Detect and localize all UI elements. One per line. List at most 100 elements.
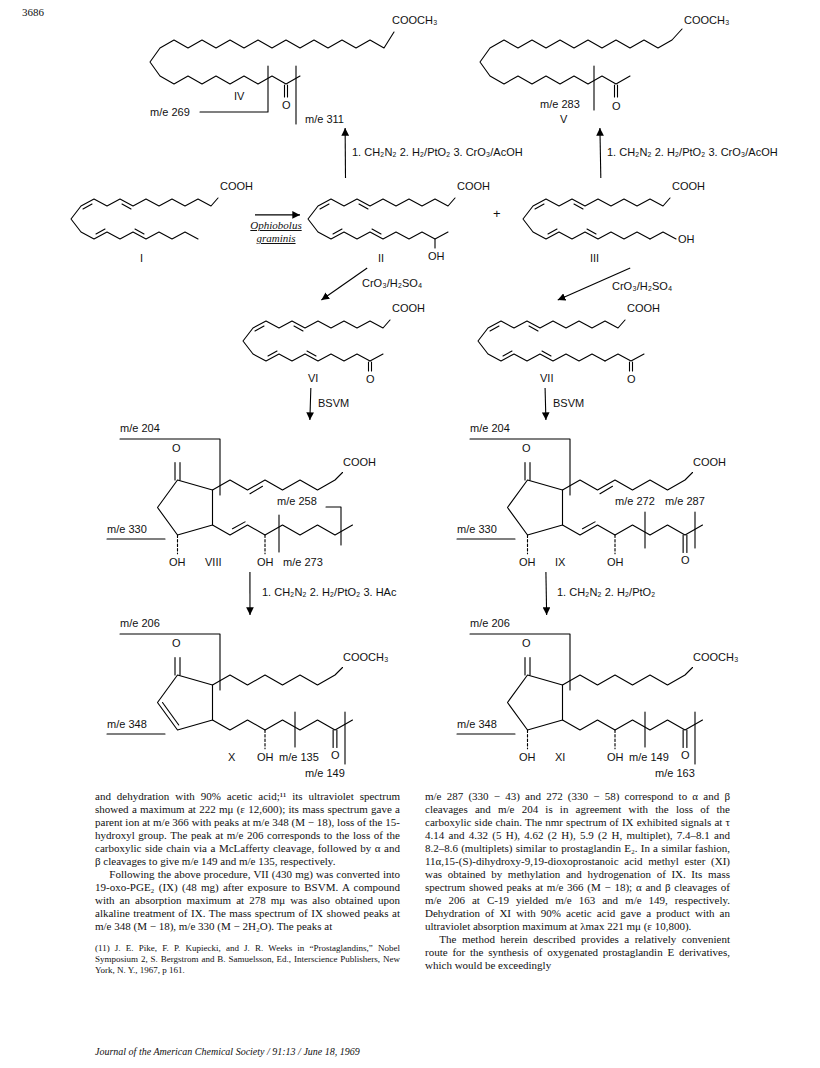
structure-label: m/e 330 [107, 523, 147, 536]
cleavage-line [593, 66, 594, 110]
reagent-label: CrO₃/H₂SO₄ [362, 277, 422, 290]
reaction-arrow [545, 572, 547, 615]
structure-xi-drawing [508, 658, 703, 749]
structure-label: COOH [457, 180, 490, 193]
body-paragraph: m/e 287 (330 − 43) and 272 (330 − 58) co… [425, 790, 730, 933]
structure-label: OH [678, 233, 695, 246]
reaction-arrow [249, 572, 250, 615]
chemical-structure: COOH OH III [515, 178, 707, 268]
structure-x-drawing [158, 658, 353, 749]
structure-label: II [378, 252, 384, 265]
structure-label: m/e 204 [470, 422, 510, 435]
structure-label: XI [555, 751, 565, 764]
structure-viii-drawing [158, 463, 353, 554]
structure-label: COOH [220, 180, 253, 193]
cleavage-line [200, 66, 296, 124]
structure-label: OH [428, 250, 445, 263]
structure-label: m/e 348 [457, 718, 497, 731]
structure-iii-drawing [523, 198, 676, 239]
structure-label: COOH [672, 180, 705, 193]
structure-label: m/e 149 [305, 767, 345, 780]
structure-label: m/e 273 [283, 556, 323, 569]
text-column: m/e 287 (330 − 43) and 272 (330 − 58) co… [425, 790, 730, 972]
structure-label: O [612, 100, 621, 113]
structure-label: COOH [627, 302, 660, 315]
structure-iv-drawing [150, 32, 394, 124]
structure-i-drawing [71, 198, 218, 239]
structure-vi-drawing [243, 320, 390, 371]
page-number: 3686 [22, 6, 44, 18]
structure-label: III [590, 252, 599, 265]
chemical-structure: COOH O VI [235, 300, 427, 388]
structure-label: I [140, 252, 143, 265]
structure-label: OH [519, 556, 536, 569]
ketone-bond [285, 85, 288, 97]
chemical-structure: m/e 206OCOOCH₃m/e 348OHOHXIm/e 149Om/e 1… [455, 615, 745, 785]
structure-label: O [282, 99, 291, 112]
structure-label: m/e 149 [629, 751, 669, 764]
carbon-chain [480, 29, 682, 84]
reaction-arrow [255, 214, 300, 215]
structure-ii-drawing [308, 198, 455, 248]
reagent-label: 1. CH₂N₂ 2. H₂/PtO₂ [557, 586, 655, 599]
structure-label: VI [308, 372, 318, 385]
structure-vii-drawing [478, 320, 644, 371]
structure-label: m/e 258 [277, 495, 317, 508]
reaction-arrow [545, 388, 547, 420]
body-paragraph: and dehydration with 90% acetic acid;¹¹ … [95, 790, 400, 868]
chemical-structure: COOCH₃m/e 283VO [468, 12, 740, 128]
ketone-bond [615, 85, 618, 97]
structure-label: COOH [693, 456, 726, 469]
chemical-structure: COOH O VII [470, 300, 665, 388]
structure-label: OH [257, 751, 274, 764]
structure-label: VII [540, 372, 553, 385]
chemical-structure: m/e 204Om/e 258COOHm/e 330OHVIIIOHm/e 27… [105, 420, 380, 572]
chemical-structure: COOH I [63, 178, 255, 268]
reaction-arrow [309, 388, 311, 420]
chemical-structure: m/e 204OCOOHm/e 272m/e 287m/e 330OHIXOHO [455, 420, 728, 572]
structure-label: COOH [343, 456, 376, 469]
structure-label: IX [555, 556, 565, 569]
structure-label: O [681, 749, 690, 762]
structure-label: OH [519, 751, 536, 764]
structure-label: OH [607, 556, 624, 569]
structure-label: COOH [392, 302, 425, 315]
structure-label: O [627, 373, 636, 386]
chemical-structure: COOH OH II [300, 178, 492, 268]
reagent-label: BSVM [318, 397, 349, 410]
structure-label: OH [169, 556, 186, 569]
structure-label: m/e 135 [279, 751, 319, 764]
structure-label: m/e 283 [540, 98, 580, 111]
structure-label: m/e 206 [120, 617, 160, 630]
structure-label: m/e 272 [615, 495, 655, 508]
chemical-structure: m/e 206OCOOCH₃m/e 348XOHOm/e 135m/e 149 [105, 615, 395, 785]
structure-label: m/e 269 [150, 106, 190, 119]
structure-label: m/e 287 [665, 495, 705, 508]
body-paragraph: The method herein described provides a r… [425, 933, 730, 972]
structure-label: m/e 348 [107, 718, 147, 731]
structure-label: VIII [205, 556, 222, 569]
structure-label: X [228, 751, 235, 764]
structure-label: O [366, 373, 375, 386]
structure-label: O [522, 442, 531, 455]
footnote: (11) J. E. Pike, F. P. Kupiecki, and J. … [95, 943, 400, 976]
journal-footer: Journal of the American Chemical Society… [95, 1046, 360, 1058]
structure-label: IV [234, 90, 244, 103]
structure-label: COOCH₃ [392, 14, 437, 27]
reagent-label: 1. CH₂N₂ 2. H₂/PtO₂ 3. CrO₃/AcOH [607, 146, 778, 159]
structure-label: O [522, 637, 531, 650]
cleavage-line [107, 634, 345, 764]
structure-label: OH [257, 556, 274, 569]
structure-label: COOCH₃ [343, 651, 388, 664]
cleavage-line [107, 439, 341, 552]
carbon-chain [150, 32, 394, 84]
structure-label: m/e 163 [655, 767, 695, 780]
reagent-label: Ophiobolus graminis [246, 219, 306, 245]
structure-ix-drawing [508, 463, 703, 554]
structure-label: O [172, 637, 181, 650]
reaction-arrow [345, 128, 346, 178]
cleavage-line [457, 439, 695, 548]
structure-label: m/e 330 [457, 523, 497, 536]
